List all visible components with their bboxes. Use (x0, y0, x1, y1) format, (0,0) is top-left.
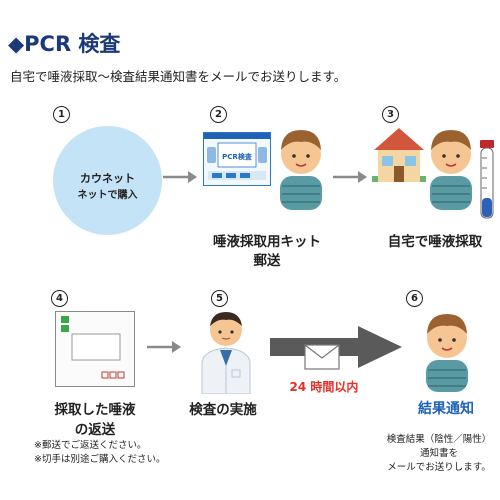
person-user-2-icon (280, 130, 322, 210)
step-number-2: 2 (210, 106, 227, 123)
flow-arrow-2-icon (333, 171, 367, 183)
step4-note-1: ※郵送でご返送ください。 (34, 440, 147, 451)
flow-arrow-3-icon (147, 341, 181, 353)
step-number-1: 1 (53, 106, 70, 123)
step-number-5: 5 (211, 290, 228, 307)
mail-envelope-icon (304, 344, 340, 370)
step6-note-1: 検査結果（陰性／陽性） (386, 434, 492, 445)
flow-arrow-1-icon (163, 171, 197, 183)
house-icon (372, 128, 426, 182)
person-user-6-icon (426, 314, 468, 392)
step-number-3: 3 (382, 106, 399, 123)
step5-caption: 検査の実施 (189, 402, 257, 418)
step2-caption-line1: 唾液採取用キット (213, 234, 321, 250)
test-tube-icon (480, 140, 494, 219)
step4-caption-line1: 採取した唾液 (54, 402, 136, 418)
purchase-shop-name: カウネット (80, 172, 135, 185)
step6-note-3: メールでお送りします。 (387, 462, 491, 473)
purchase-circle (53, 126, 162, 235)
kit-package-art-icon (204, 133, 270, 180)
pcr-kit-package: PCR検査 (203, 132, 271, 186)
return-package (55, 311, 135, 387)
purchase-label: ネットで購入 (77, 190, 138, 201)
step4-note-2: ※切手は別途ご購入ください。 (34, 454, 166, 465)
person-user-3-icon (430, 130, 472, 210)
page-subtitle: 自宅で唾液採取〜検査結果通知書をメールでお送りします。 (10, 69, 347, 84)
step6-note-2: 通知書を (419, 448, 458, 459)
step4-caption-line2: の返送 (74, 422, 116, 438)
doctor-icon (201, 312, 251, 394)
kit-label: PCR検査 (222, 153, 252, 161)
step-number-4: 4 (51, 290, 68, 307)
step2-caption-line2: 郵送 (253, 253, 281, 269)
page-title: ◆PCR 検査 (8, 32, 121, 56)
turnaround-time-label: 24 時間以内 (289, 380, 359, 394)
step3-caption: 自宅で唾液採取 (387, 234, 483, 250)
return-box-art-icon (61, 316, 125, 379)
step-number-6: 6 (406, 290, 423, 307)
step6-caption: 結果通知 (418, 401, 474, 417)
